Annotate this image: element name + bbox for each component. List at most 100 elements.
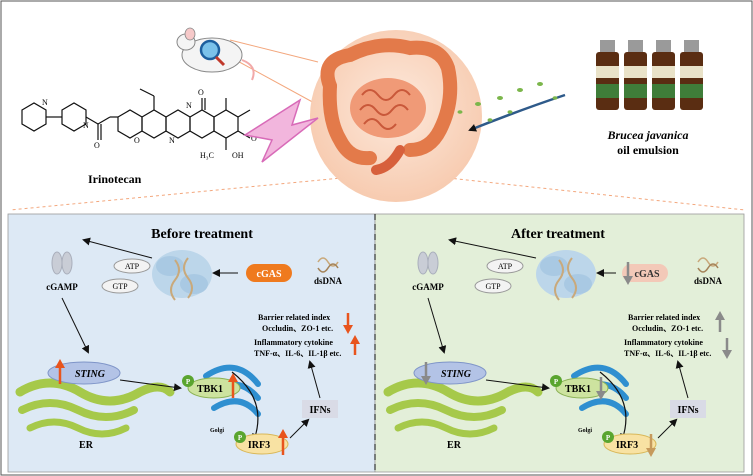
down-arrow-icon bbox=[343, 313, 353, 334]
magnifier-icon bbox=[199, 39, 226, 67]
chem-label-me: H₃C bbox=[200, 151, 214, 160]
down-arrow-icon bbox=[421, 362, 431, 385]
cgas-protein-icon bbox=[536, 250, 596, 301]
down-arrow-icon bbox=[596, 377, 606, 400]
before-inflam-title: Inflammatory cytokine bbox=[254, 338, 333, 347]
after-er-label: ER bbox=[447, 440, 462, 451]
up-arrow-icon bbox=[350, 335, 360, 355]
chem-label-oh: OH bbox=[232, 151, 244, 160]
before-er-label: ER bbox=[79, 440, 94, 451]
after-tbk1-p-badge bbox=[550, 375, 562, 387]
before-gtp-ellipse bbox=[101, 278, 139, 294]
before-tbk1-p-badge bbox=[182, 375, 194, 387]
after-arrow-irf3-to-ifns bbox=[657, 418, 678, 439]
chem-label-o1: O bbox=[134, 136, 140, 145]
before-sting-label: STING bbox=[75, 369, 106, 380]
after-irf3-badge bbox=[603, 433, 657, 455]
dna-icon bbox=[697, 257, 719, 273]
before-dsdna-label: dsDNA bbox=[314, 276, 343, 286]
before-irf3-p-label: P bbox=[238, 434, 243, 442]
bottle-icon bbox=[596, 40, 703, 110]
after-atp-label: ATP bbox=[498, 262, 513, 271]
er-icon bbox=[15, 378, 175, 438]
chem-label-n3: N bbox=[169, 136, 175, 145]
before-atp-ellipse bbox=[113, 258, 151, 274]
after-cgas-badge bbox=[622, 264, 668, 282]
before-panel: Before treatment cGAMP ATP GTP cGAS dsDN… bbox=[15, 227, 360, 455]
chem-label-o3: O bbox=[198, 88, 204, 97]
before-irf3-p-badge bbox=[234, 431, 246, 443]
top-section: O O O O OH N N N N H₃C Irinotecan bbox=[9, 27, 746, 211]
chem-label-n2: N bbox=[83, 121, 89, 130]
before-gtp-label: GTP bbox=[112, 282, 128, 291]
after-irf3-p-label: P bbox=[606, 434, 611, 442]
cgamp-icon bbox=[51, 251, 73, 275]
up-arrow-icon bbox=[55, 359, 65, 384]
up-arrow-icon bbox=[228, 373, 238, 398]
after-gtp-label: GTP bbox=[485, 282, 501, 291]
after-irf3-label: IRF3 bbox=[616, 440, 638, 451]
chem-label-o2: O bbox=[94, 141, 100, 150]
after-tbk1-p-label: P bbox=[554, 378, 559, 386]
after-golgi-label: Golgi bbox=[578, 428, 592, 434]
lightning-icon bbox=[242, 98, 319, 163]
before-atp-label: ATP bbox=[125, 262, 140, 271]
before-arrow-cgamp-to-sting bbox=[61, 297, 90, 354]
chem-label-n1: N bbox=[42, 98, 48, 107]
after-sting-badge bbox=[413, 361, 487, 385]
up-arrow-icon bbox=[278, 429, 288, 455]
after-arrow-ifns-to-cytokines bbox=[675, 360, 689, 399]
before-tbk1-p-label: P bbox=[186, 378, 191, 386]
before-cgas-badge bbox=[246, 264, 292, 282]
up-arrow-icon bbox=[715, 311, 725, 332]
drug-name: Irinotecan bbox=[88, 172, 142, 186]
after-title: After treatment bbox=[511, 227, 605, 242]
down-arrow-icon bbox=[623, 262, 633, 285]
cgamp-icon bbox=[417, 251, 439, 275]
before-golgi-label: Golgi bbox=[210, 428, 224, 434]
after-cgas-label: cGAS bbox=[635, 269, 660, 280]
before-irf3-badge bbox=[235, 433, 289, 455]
before-cgas-label: cGAS bbox=[257, 269, 282, 280]
before-inflam-items: TNF-α、IL-6、IL-1β etc. bbox=[254, 349, 341, 358]
after-inflam-title: Inflammatory cytokine bbox=[624, 338, 703, 347]
after-sting-label: STING bbox=[441, 369, 472, 380]
before-arrow-tbk1-to-irf3 bbox=[231, 371, 260, 442]
after-irf3-p-badge bbox=[602, 431, 614, 443]
after-atp-ellipse bbox=[486, 258, 524, 274]
after-gtp-ellipse bbox=[474, 278, 512, 294]
before-title: Before treatment bbox=[151, 227, 253, 242]
down-arrow-icon bbox=[722, 338, 732, 359]
after-arrow-sting-to-tbk1 bbox=[485, 379, 550, 392]
intestine-icon bbox=[320, 38, 458, 175]
after-arrow-tbk1-to-irf3 bbox=[599, 371, 628, 442]
before-ifns-badge bbox=[302, 400, 338, 418]
after-dsdna-label: dsDNA bbox=[694, 276, 723, 286]
before-tbk1-badge bbox=[187, 377, 241, 399]
before-irf3-label: IRF3 bbox=[248, 440, 270, 451]
before-cgamp-label: cGAMP bbox=[46, 282, 78, 292]
after-cgamp-label: cGAMP bbox=[412, 282, 444, 292]
after-tbk1-label: TBK1 bbox=[565, 384, 591, 395]
after-ifns-label: IFNs bbox=[677, 405, 698, 416]
emulsion-flow-arrow bbox=[457, 82, 566, 132]
before-arrow-sting-to-tbk1 bbox=[119, 379, 182, 392]
dna-icon bbox=[317, 257, 339, 273]
before-arrow-ifns-to-cytokines bbox=[307, 360, 321, 399]
chem-label-o4: O bbox=[251, 134, 257, 143]
chem-label-n4: N bbox=[186, 101, 192, 110]
after-ifns-badge bbox=[670, 400, 706, 418]
before-barrier-title: Barrier related index bbox=[258, 313, 330, 322]
after-inflam-items: TNF-α、IL-6、IL-1β etc. bbox=[624, 349, 711, 358]
irinotecan-structure bbox=[21, 88, 251, 150]
after-barrier-title: Barrier related index bbox=[628, 313, 700, 322]
before-sting-badge bbox=[47, 361, 121, 385]
after-barrier-items: Occludin、ZO-1 etc. bbox=[632, 324, 703, 333]
before-barrier-items: Occludin、ZO-1 etc. bbox=[262, 324, 333, 333]
before-ifns-label: IFNs bbox=[309, 405, 330, 416]
after-arrow-cgamp-to-sting bbox=[427, 297, 447, 354]
emulsion-name-line1: Brucea javanica bbox=[607, 128, 689, 142]
cgas-protein-icon bbox=[152, 250, 212, 301]
emulsion-name-line2: oil emulsion bbox=[617, 143, 679, 157]
